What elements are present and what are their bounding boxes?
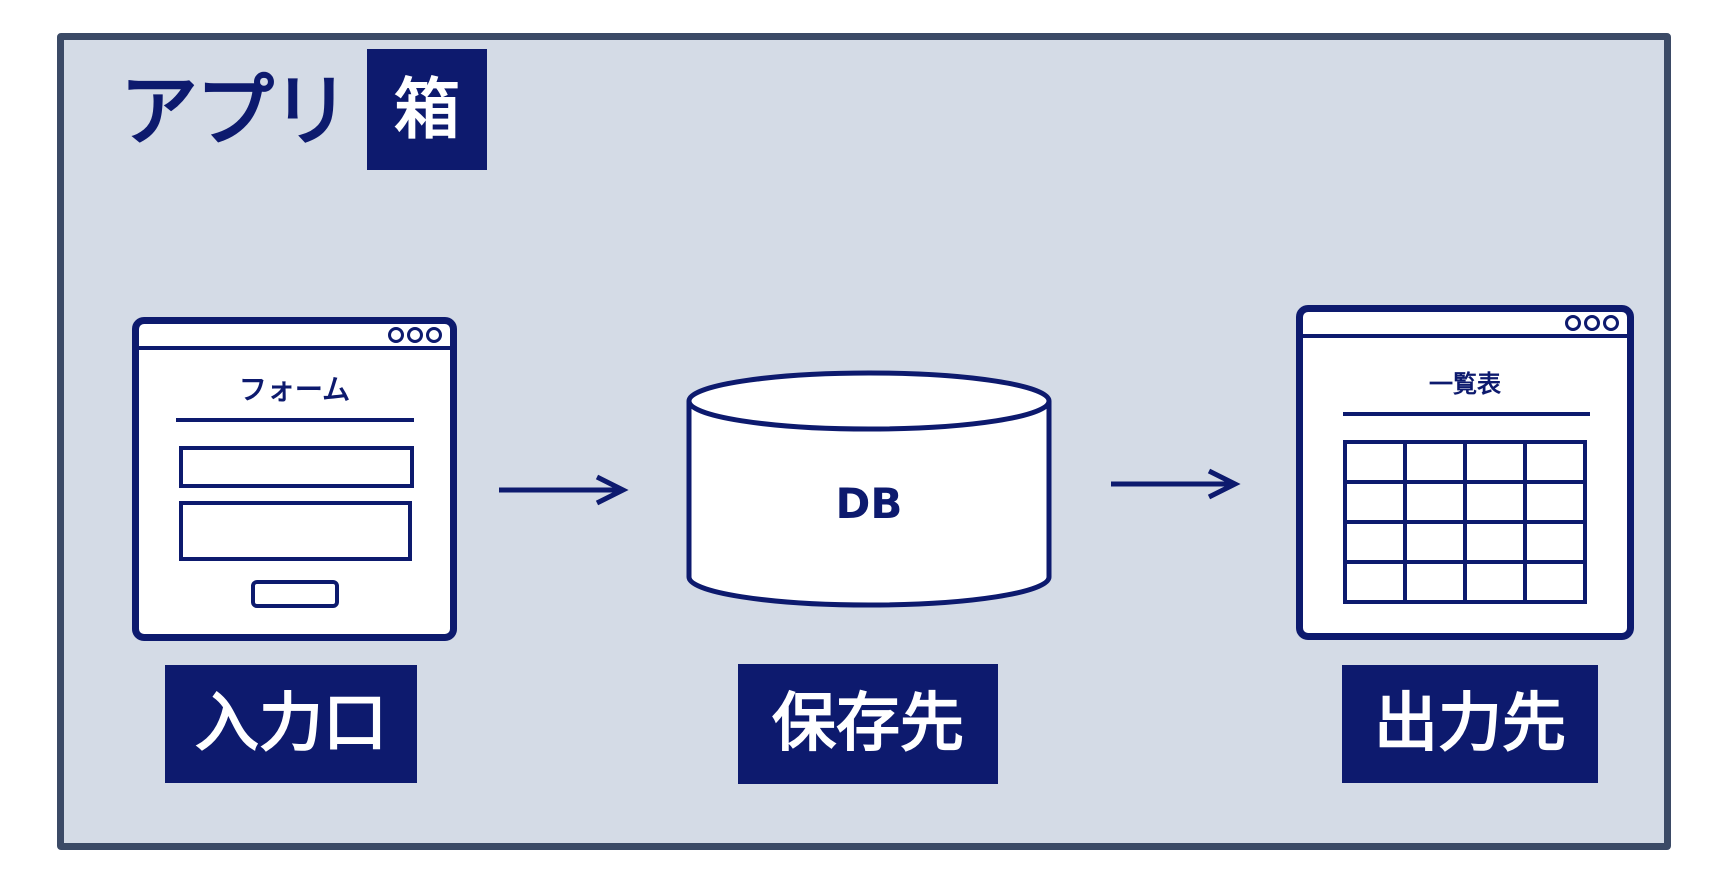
list-window-icon: 一覧表 (1296, 305, 1634, 640)
list-heading-rule (1343, 412, 1590, 416)
table-cell (1345, 522, 1405, 562)
window-dot-icon (407, 327, 423, 343)
table-cell (1405, 442, 1465, 482)
app-box-label: 箱 (367, 49, 487, 170)
table-cell (1345, 442, 1405, 482)
arrow-right-icon (1111, 468, 1241, 500)
database-label: DB (835, 479, 903, 528)
database-cylinder-icon: DB (684, 367, 1054, 610)
window-dot-icon (1603, 315, 1619, 331)
table-cell (1405, 482, 1465, 522)
output-caption: 出力先 (1342, 665, 1598, 783)
table-cell (1345, 562, 1405, 602)
database-cylinder-shape (686, 370, 1052, 608)
table-cell (1465, 442, 1525, 482)
window-control-dots-icon (388, 327, 442, 343)
form-window-icon: フォーム (132, 317, 457, 641)
table-cell (1525, 562, 1585, 602)
table-cell (1405, 562, 1465, 602)
input-caption: 入力口 (165, 665, 417, 783)
form-field-single-line (179, 446, 414, 488)
window-dot-icon (426, 327, 442, 343)
window-control-dots-icon (1565, 315, 1619, 331)
app-title: アプリ (120, 67, 350, 157)
storage-caption: 保存先 (738, 664, 998, 784)
table-cell (1465, 522, 1525, 562)
table-cell (1525, 442, 1585, 482)
list-table-icon (1343, 440, 1587, 604)
form-submit-button-icon (251, 580, 339, 608)
window-dot-icon (388, 327, 404, 343)
window-dot-icon (1584, 315, 1600, 331)
table-cell (1525, 522, 1585, 562)
form-window-titlebar (139, 324, 450, 350)
table-cell (1465, 482, 1525, 522)
table-cell (1405, 522, 1465, 562)
form-heading-rule (176, 418, 414, 422)
arrow-right-icon (499, 474, 629, 506)
window-dot-icon (1565, 315, 1581, 331)
form-field-multi-line (179, 501, 412, 561)
form-window-heading: フォーム (238, 373, 351, 406)
table-cell (1345, 482, 1405, 522)
list-window-heading: 一覧表 (1429, 370, 1501, 398)
table-cell (1465, 562, 1525, 602)
list-window-titlebar (1303, 312, 1627, 338)
table-cell (1525, 482, 1585, 522)
